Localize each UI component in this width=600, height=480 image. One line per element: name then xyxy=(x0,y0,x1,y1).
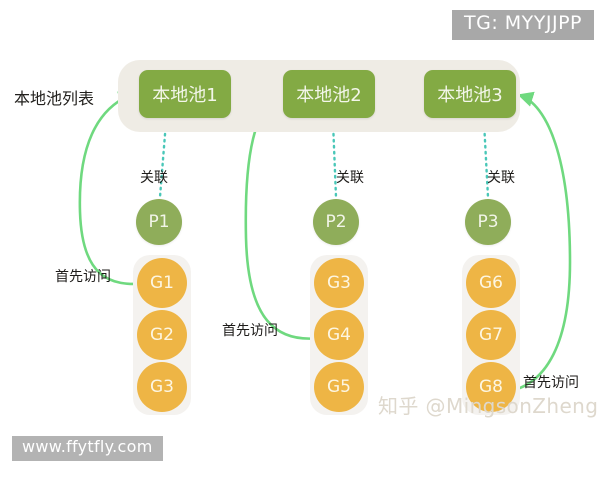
p-node-p2[interactable]: P2 xyxy=(313,199,359,245)
g-node-label: G8 xyxy=(479,377,503,397)
g-node-label: G6 xyxy=(479,273,503,293)
associate-label-2: 关联 xyxy=(336,170,364,186)
p-node-p1-label: P1 xyxy=(148,212,170,232)
g-node[interactable]: G8 xyxy=(466,362,516,412)
associate-label-3: 关联 xyxy=(487,170,515,186)
g-node[interactable]: G6 xyxy=(466,258,516,308)
g-node[interactable]: G4 xyxy=(314,310,364,360)
first-access-label-3: 首先访问 xyxy=(523,375,579,391)
p-node-p1[interactable]: P1 xyxy=(136,199,182,245)
g-node[interactable]: G7 xyxy=(466,310,516,360)
g-node-label: G2 xyxy=(150,325,174,345)
zhihu-watermark: 知乎 @MingsonZheng xyxy=(378,394,599,418)
g-node[interactable]: G1 xyxy=(137,258,187,308)
first-access-label-2: 首先访问 xyxy=(222,323,278,339)
g-node-label: G3 xyxy=(150,377,174,397)
g-node[interactable]: G3 xyxy=(137,362,187,412)
g-queue-column-1: G1 G2 G3 xyxy=(133,255,191,415)
g-node-label: G1 xyxy=(150,273,174,293)
p-node-p2-label: P2 xyxy=(325,212,347,232)
associate-label-1: 关联 xyxy=(140,170,168,186)
tg-banner: TG: MYYJJPP xyxy=(452,10,594,40)
first-access-label-1: 首先访问 xyxy=(55,269,111,285)
g-node[interactable]: G2 xyxy=(137,310,187,360)
g-node-label: G3 xyxy=(327,273,351,293)
g-queue-column-2: G3 G4 G5 xyxy=(310,255,368,415)
local-pool-box-2-label: 本地池2 xyxy=(296,85,362,106)
g-node-label: G4 xyxy=(327,325,351,345)
g-node-label: G5 xyxy=(327,377,351,397)
site-url-banner: www.ffytfly.com xyxy=(12,436,163,461)
g-node[interactable]: G3 xyxy=(314,258,364,308)
g-queue-column-3: G6 G7 G8 xyxy=(462,255,520,415)
local-pool-box-1-label: 本地池1 xyxy=(152,85,218,106)
g-node[interactable]: G5 xyxy=(314,362,364,412)
local-pool-list-caption: 本地池列表 xyxy=(14,89,95,108)
local-pool-box-3[interactable]: 本地池3 xyxy=(424,70,516,118)
p-node-p3-label: P3 xyxy=(477,212,499,232)
local-pool-box-1[interactable]: 本地池1 xyxy=(139,70,231,118)
local-pool-box-2[interactable]: 本地池2 xyxy=(283,70,375,118)
local-pool-box-3-label: 本地池3 xyxy=(437,85,503,106)
p-node-p3[interactable]: P3 xyxy=(465,199,511,245)
g-node-label: G7 xyxy=(479,325,503,345)
